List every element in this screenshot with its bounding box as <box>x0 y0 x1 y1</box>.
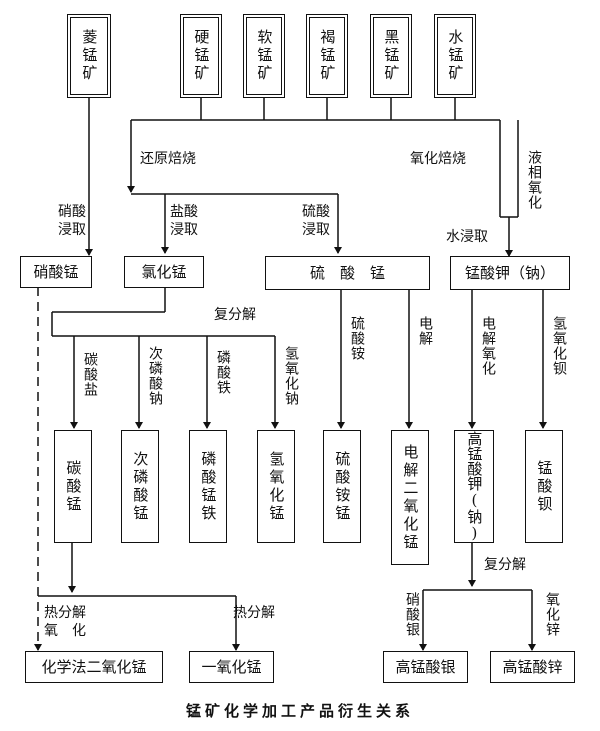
ore-manganite: 水锰矿 <box>434 14 476 98</box>
label-nitric-leach: 硝酸 浸取 <box>58 204 86 239</box>
label-carbonate: 碳酸盐 <box>82 352 98 397</box>
box-mn-nitrate: 硝酸锰 <box>20 256 92 288</box>
label-ammonium-sulfate: 硫酸铵 <box>349 316 365 361</box>
box-mn-hydroxide: 氢氧化锰 <box>257 430 295 543</box>
label-barium-hydroxide: 氢氧化钡 <box>551 316 567 376</box>
label-reduction-roast: 还原焙烧 <box>140 151 196 167</box>
ore-hausmannite: 黑锰矿 <box>370 14 412 98</box>
box-mn-sulfate: 硫 酸 锰 <box>265 256 430 290</box>
label-water-leach: 水浸取 <box>446 229 488 245</box>
ore-psilomelane: 硬锰矿 <box>180 14 222 98</box>
label-oxidation-roast: 氧化焙烧 <box>410 151 466 167</box>
ore-pyrolusite: 软锰矿 <box>243 14 285 98</box>
label-thermal-decomp: 热分解 <box>233 605 275 621</box>
label-sulfuric-leach: 硫酸 浸取 <box>302 204 330 239</box>
label-iron-phosphate: 磷酸铁 <box>215 350 231 395</box>
label-electrolysis: 电解 <box>417 316 433 346</box>
figure-caption: 锰矿化学加工产品衍生关系 <box>185 702 414 720</box>
label-double-decomposition-2: 复分解 <box>484 557 526 573</box>
box-mn-fe-phosphate: 磷酸锰铁 <box>189 430 227 543</box>
label-naoh: 氢氧化钠 <box>283 346 299 406</box>
label-electro-oxidation: 电解氧化 <box>480 316 496 376</box>
label-zinc-oxide: 氧化锌 <box>544 592 560 637</box>
label-silver-nitrate: 硝酸银 <box>404 592 420 637</box>
box-mn-chloride: 氯化锰 <box>124 256 204 288</box>
label-hcl-leach: 盐酸 浸取 <box>170 204 198 239</box>
box-k-manganate: 锰酸钾（钠） <box>450 256 570 290</box>
box-zn-permanganate: 高锰酸锌 <box>490 651 575 683</box>
label-liquid-oxidation: 液相氧化 <box>526 150 542 210</box>
box-mn-carbonate: 碳酸锰 <box>54 430 92 543</box>
box-k-permanganate: 高锰酸钾(钠) <box>454 430 494 543</box>
box-chemical-mno2: 化学法二氧化锰 <box>25 651 163 683</box>
label-double-decomposition: 复分解 <box>214 307 256 323</box>
label-hypophosphite: 次磷酸钠 <box>147 346 163 406</box>
box-mn-ammonium-sulfate: 硫酸铵锰 <box>323 430 361 543</box>
box-electrolytic-mno2: 电解二氧化锰 <box>391 430 429 565</box>
label-thermal-decomp-oxidation: 热分解 氧 化 <box>44 605 86 640</box>
box-mno: 一氧化锰 <box>189 651 274 683</box>
box-ag-permanganate: 高锰酸银 <box>383 651 468 683</box>
ore-braunite: 褐锰矿 <box>306 14 348 98</box>
box-mn-hypophosphite: 次磷酸锰 <box>121 430 159 543</box>
ore-rhodochrosite: 菱锰矿 <box>67 14 111 98</box>
box-ba-manganate: 锰酸钡 <box>525 430 563 543</box>
